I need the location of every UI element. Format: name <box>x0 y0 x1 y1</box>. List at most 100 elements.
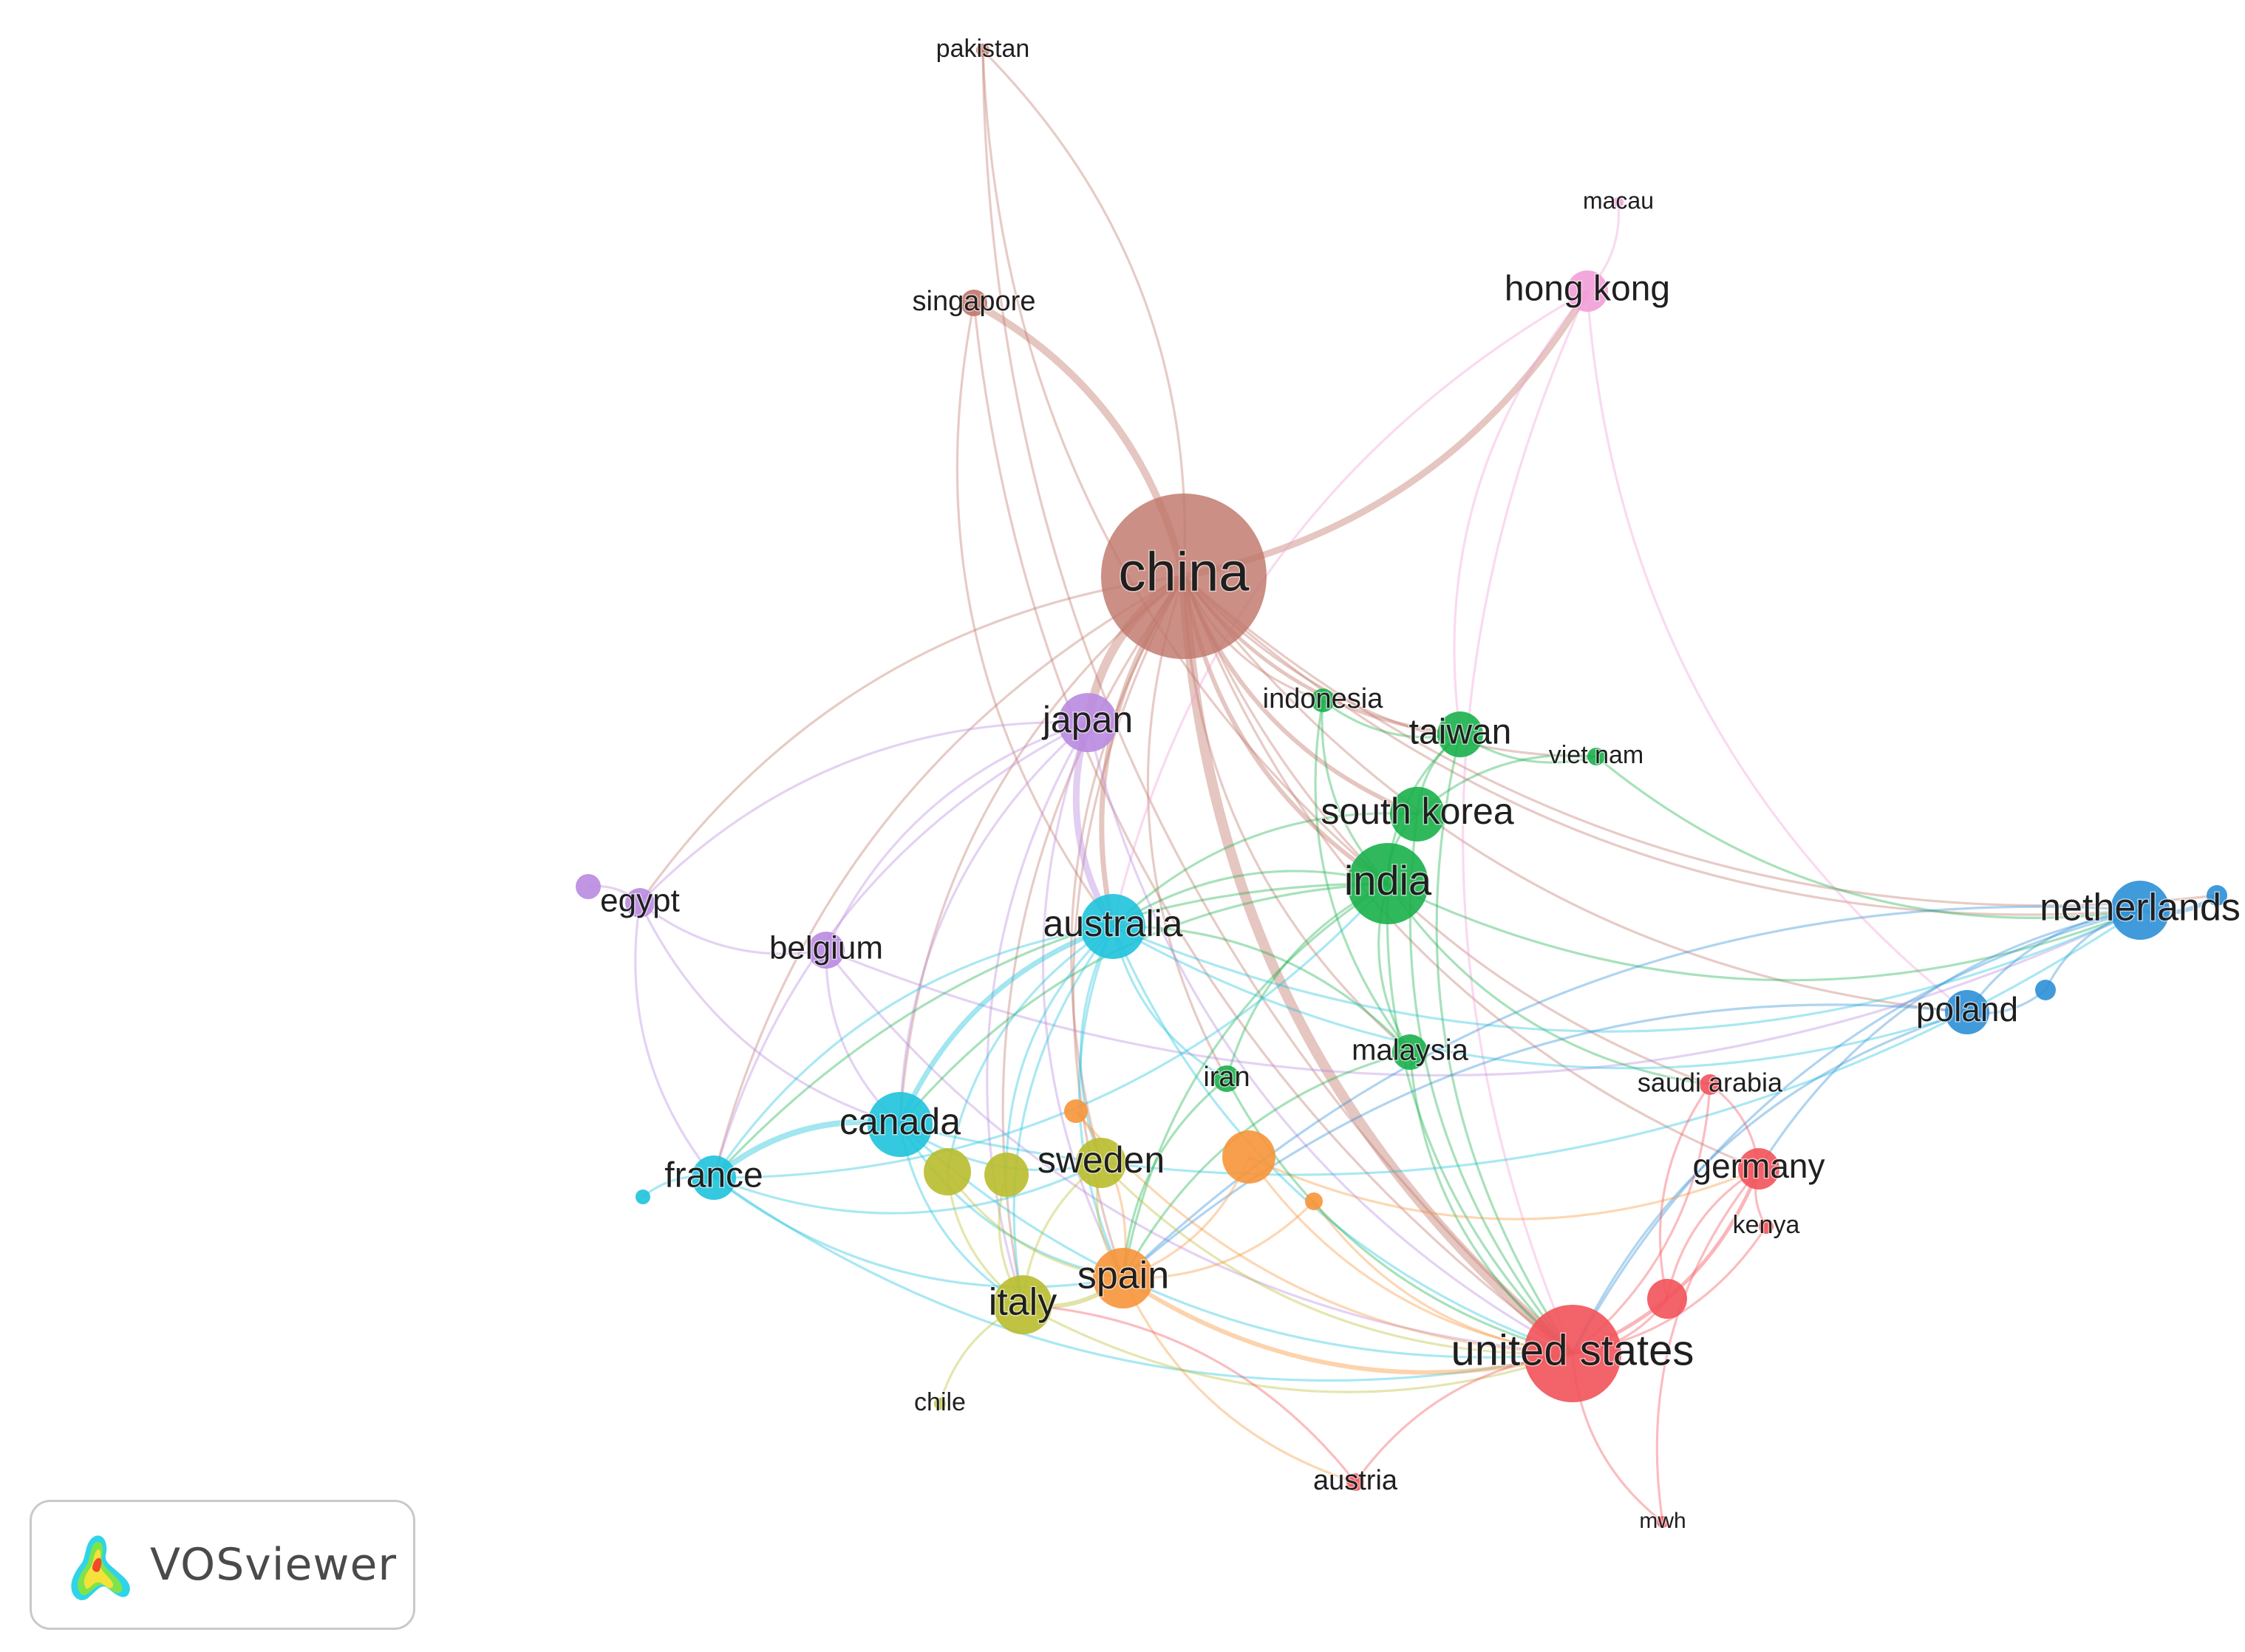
link-malaysia-australia <box>1112 925 1411 1054</box>
node-orange3[interactable] <box>1064 1099 1088 1123</box>
link-australia-italy <box>1012 926 1114 1305</box>
link-australia-france <box>712 925 1114 1178</box>
link-vietnam-netherlands <box>1595 755 2141 919</box>
link-india-spain <box>1122 882 1389 1279</box>
link-japan-egypt <box>638 720 1089 904</box>
node-blue2[interactable] <box>2207 885 2227 906</box>
node-orange2[interactable] <box>1222 1130 1275 1184</box>
node-label-france: france <box>664 1156 763 1195</box>
link-egypt-canada <box>638 902 901 1126</box>
link-china-pakistan <box>981 49 1186 577</box>
link-italy-unitedstates <box>1022 1303 1573 1393</box>
link-saudiarabia-red2 <box>1658 1084 1711 1300</box>
node-iran[interactable] <box>1213 1065 1240 1092</box>
node-label-mwh: mwh <box>1639 1509 1686 1533</box>
node-netherlands[interactable] <box>2111 881 2170 940</box>
node-label-unitedstates: united states <box>1451 1326 1694 1374</box>
node-kenya[interactable] <box>1759 1219 1774 1234</box>
link-china-blue2 <box>1182 575 2218 907</box>
node-label-southkorea: south korea <box>1321 791 1513 832</box>
link-china-germany <box>1182 576 1759 1170</box>
link-germany-mwh <box>1655 1167 1760 1523</box>
node-orange4[interactable] <box>1305 1192 1323 1210</box>
node-singapore[interactable] <box>961 290 987 316</box>
node-malaysia[interactable] <box>1392 1034 1428 1070</box>
node-label-australia: australia <box>1043 903 1183 944</box>
link-france-spain <box>713 1176 1124 1289</box>
link-spain-unitedstates <box>1122 1276 1573 1375</box>
node-italy[interactable] <box>993 1275 1052 1334</box>
node-label-japan: japan <box>1041 699 1133 740</box>
node-label-hongkong: hong kong <box>1505 270 1670 309</box>
link-hongkong-unitedstates <box>1462 290 1589 1354</box>
node-label-belgium: belgium <box>769 930 883 966</box>
node-label-india: india <box>1344 857 1432 904</box>
node-egypt[interactable] <box>625 888 655 918</box>
link-australia-olive2 <box>946 925 1114 1173</box>
link-southkorea-australia <box>1111 812 1418 928</box>
node-pakistan[interactable] <box>976 44 989 57</box>
node-belgium[interactable] <box>808 932 845 969</box>
link-hongkong-taiwan <box>1453 290 1589 735</box>
link-germany-red2 <box>1666 1167 1759 1300</box>
node-label-austria: austria <box>1313 1465 1398 1496</box>
node-label-egypt: egypt <box>600 883 680 919</box>
node-sweden[interactable] <box>1076 1138 1126 1188</box>
link-spain-austria <box>1122 1277 1356 1484</box>
node-saudiarabia[interactable] <box>1700 1074 1720 1095</box>
node-france[interactable] <box>692 1156 736 1200</box>
node-unitedstates[interactable] <box>1524 1305 1621 1402</box>
node-china[interactable] <box>1101 494 1267 659</box>
link-malaysia-unitedstates <box>1408 1051 1573 1355</box>
node-olive3[interactable] <box>984 1153 1029 1197</box>
link-australia-olive3 <box>1005 925 1114 1175</box>
node-taiwan[interactable] <box>1437 711 1483 757</box>
node-mwh[interactable] <box>1657 1516 1669 1528</box>
node-red2[interactable] <box>1647 1279 1687 1319</box>
node-cyan2[interactable] <box>636 1189 650 1204</box>
link-china-france <box>712 575 1185 1178</box>
link-canada-unitedstates <box>899 1123 1573 1359</box>
link-australia-sweden <box>1079 926 1114 1164</box>
vosviewer-density-icon <box>71 1535 130 1600</box>
node-austria[interactable] <box>1346 1473 1364 1491</box>
node-southkorea[interactable] <box>1390 787 1445 842</box>
link-austria-italy <box>1022 1303 1357 1483</box>
node-chile[interactable] <box>934 1398 946 1410</box>
link-japan-canada <box>899 721 1089 1125</box>
node-label-china: china <box>1119 542 1250 603</box>
link-egypt-france <box>634 902 715 1179</box>
node-india[interactable] <box>1347 843 1428 924</box>
node-germany[interactable] <box>1738 1148 1779 1189</box>
node-japan[interactable] <box>1058 693 1117 752</box>
link-egypt-belgium <box>639 901 827 955</box>
node-label-iran: iran <box>1203 1062 1250 1093</box>
link-australia-canada <box>897 924 1114 1126</box>
node-label-netherlands: netherlands <box>2040 887 2241 929</box>
node-poland[interactable] <box>1945 990 1989 1034</box>
node-macau[interactable] <box>1613 197 1624 208</box>
node-label-poland: poland <box>1916 990 2018 1028</box>
node-label-vietnam: viet nam <box>1549 741 1644 769</box>
link-taiwan-unitedstates <box>1435 734 1574 1354</box>
node-label-spain: spain <box>1077 1255 1169 1297</box>
node-egypt2[interactable] <box>576 874 601 899</box>
node-indonesia[interactable] <box>1311 689 1335 712</box>
node-label-malaysia: malaysia <box>1352 1034 1469 1067</box>
link-india-france <box>712 882 1389 1179</box>
link-india-netherlands <box>1387 882 2141 982</box>
node-label-canada: canada <box>839 1101 961 1142</box>
node-blue3[interactable] <box>2035 980 2056 1000</box>
node-australia[interactable] <box>1080 894 1145 959</box>
link-singapore-unitedstates <box>972 302 1573 1355</box>
node-canada[interactable] <box>868 1092 933 1157</box>
node-vietnam[interactable] <box>1587 748 1605 765</box>
node-olive2[interactable] <box>924 1148 971 1195</box>
node-hongkong[interactable] <box>1567 270 1608 312</box>
node-spain[interactable] <box>1093 1248 1154 1308</box>
node-label-kenya: kenya <box>1733 1211 1800 1239</box>
node-label-italy: italy <box>989 1281 1057 1324</box>
link-china-egypt <box>638 575 1185 904</box>
